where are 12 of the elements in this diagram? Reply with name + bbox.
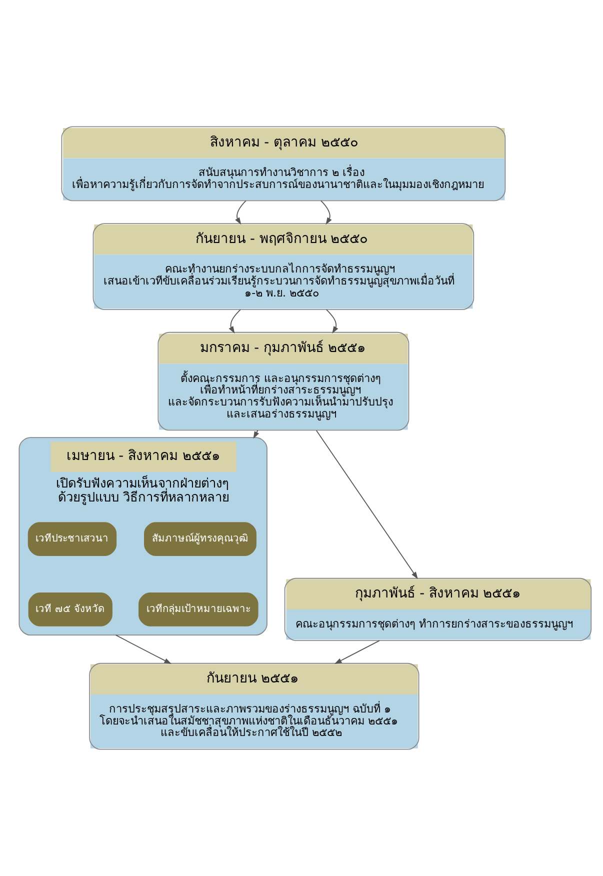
arrow: [235, 200, 246, 225]
arrow: [326, 309, 338, 334]
arrow: [320, 200, 332, 225]
node-box: เวที ๗๕ จังหวัด: [28, 592, 112, 626]
node-box: เวทีกลุ่มเป้าหมายเฉพาะ: [138, 592, 258, 626]
arrow: [228, 309, 241, 334]
node-box: เวทีประชาเสวนา: [28, 522, 117, 556]
arrow: [253, 430, 259, 439]
node-box: สัมภาษณ์ผู้ทรงคุณวุฒิ: [144, 522, 256, 556]
arrow: [334, 640, 380, 664]
arrow: [115, 634, 172, 664]
arrow: [316, 430, 418, 580]
